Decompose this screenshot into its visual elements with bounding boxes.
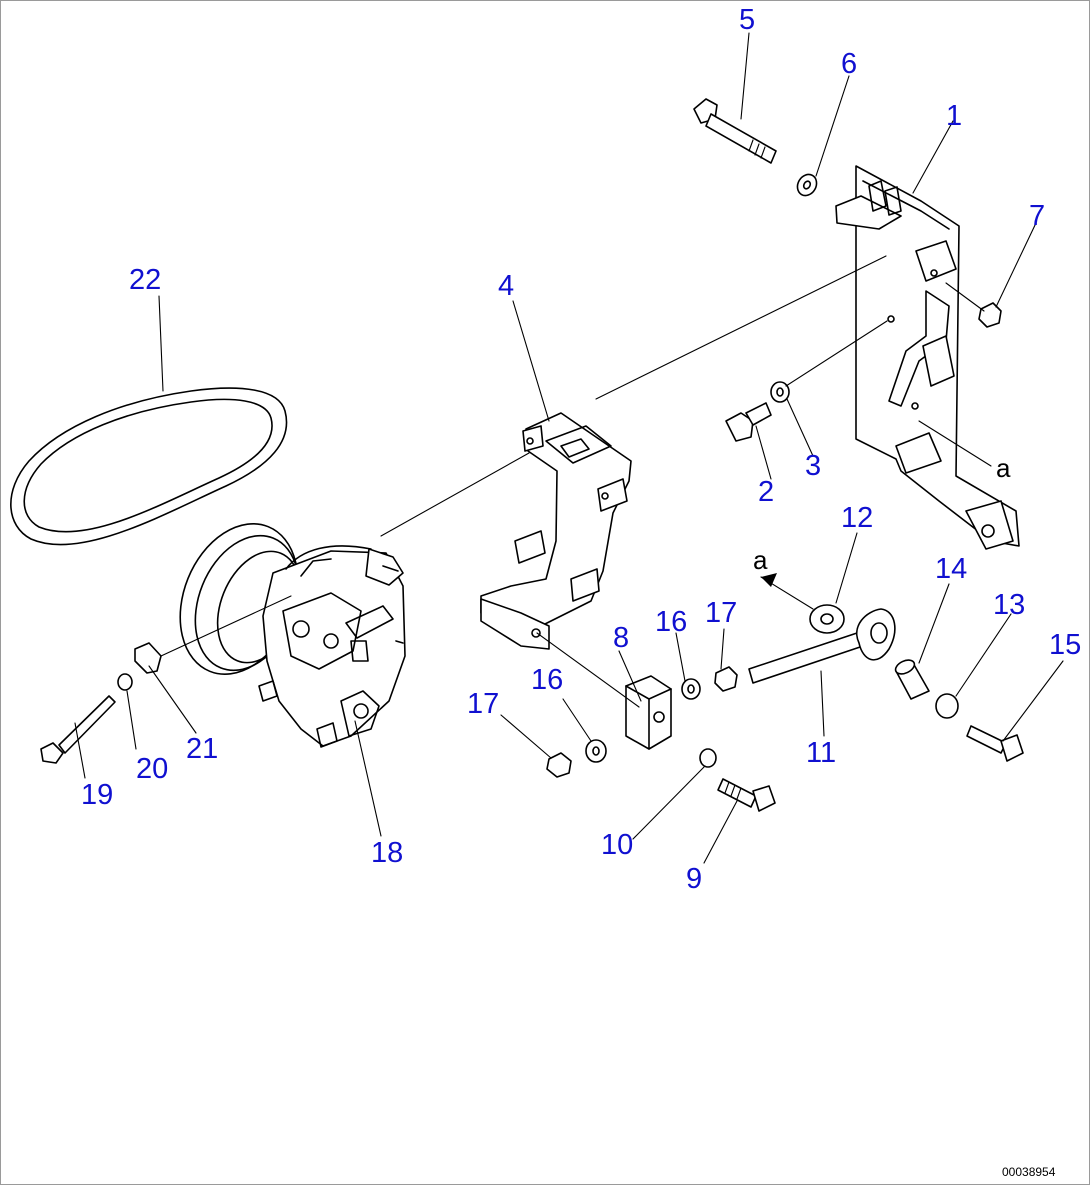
part-11-rod xyxy=(748,608,896,684)
callout-3: 3 xyxy=(805,450,821,482)
reference-mark-a-lower: a xyxy=(753,545,768,575)
part-10-washer xyxy=(699,748,717,768)
callout-12: 12 xyxy=(841,502,873,534)
callouts: 5 6 1 7 4 22 3 2 12 14 13 15 17 16 8 16 … xyxy=(81,4,1081,895)
part-22-belt xyxy=(10,387,288,546)
drawing-code: 00038954 xyxy=(1002,1165,1056,1179)
part-14-collar xyxy=(894,659,930,700)
callout-2: 2 xyxy=(758,476,774,508)
part-5-bolt xyxy=(693,98,777,164)
callout-7: 7 xyxy=(1029,200,1045,232)
part-8-block xyxy=(625,675,672,750)
callout-8: 8 xyxy=(613,622,629,654)
callout-10: 10 xyxy=(601,829,633,861)
part-18-compressor xyxy=(179,523,406,748)
part-13-washer xyxy=(935,693,959,719)
callout-15: 15 xyxy=(1049,629,1081,661)
part-17-nut-right xyxy=(714,666,738,692)
part-1-plate xyxy=(835,165,1020,550)
part-21-clip xyxy=(134,642,162,674)
part-19-bolt xyxy=(40,695,116,764)
part-7-nut xyxy=(978,302,1002,328)
callout-21: 21 xyxy=(186,733,218,765)
compressor-connector xyxy=(285,545,404,586)
callout-13: 13 xyxy=(993,589,1025,621)
part-2-bolt xyxy=(725,402,772,442)
callout-1: 1 xyxy=(946,100,962,132)
leader-lines xyxy=(74,32,1064,864)
callout-9: 9 xyxy=(686,863,702,895)
callout-18: 18 xyxy=(371,837,403,869)
reference-mark-a-upper: a xyxy=(996,453,1011,483)
callout-17-right: 17 xyxy=(705,597,737,629)
callout-6: 6 xyxy=(841,48,857,80)
part-4-bracket xyxy=(480,412,632,650)
arrowhead-a xyxy=(761,573,777,587)
callout-14: 14 xyxy=(935,553,967,585)
callout-5: 5 xyxy=(739,4,755,36)
callout-11: 11 xyxy=(806,737,836,769)
part-3-washer xyxy=(770,381,790,403)
callout-17-left: 17 xyxy=(467,688,499,720)
callout-16-left: 16 xyxy=(531,664,563,696)
part-12-washer xyxy=(809,604,845,634)
callout-22: 22 xyxy=(129,264,161,296)
part-17-nut-left xyxy=(546,752,572,778)
part-20-washer xyxy=(117,673,133,691)
callout-16-right: 16 xyxy=(655,606,687,638)
callout-19: 19 xyxy=(81,779,113,811)
part-16-washer-right xyxy=(681,678,701,700)
part-15-bolt xyxy=(966,725,1024,762)
part-6-washer xyxy=(796,173,818,197)
callout-4: 4 xyxy=(498,270,514,302)
callout-20: 20 xyxy=(136,753,168,785)
part-16-washer-left xyxy=(585,739,607,763)
part-9-bolt xyxy=(717,778,776,812)
